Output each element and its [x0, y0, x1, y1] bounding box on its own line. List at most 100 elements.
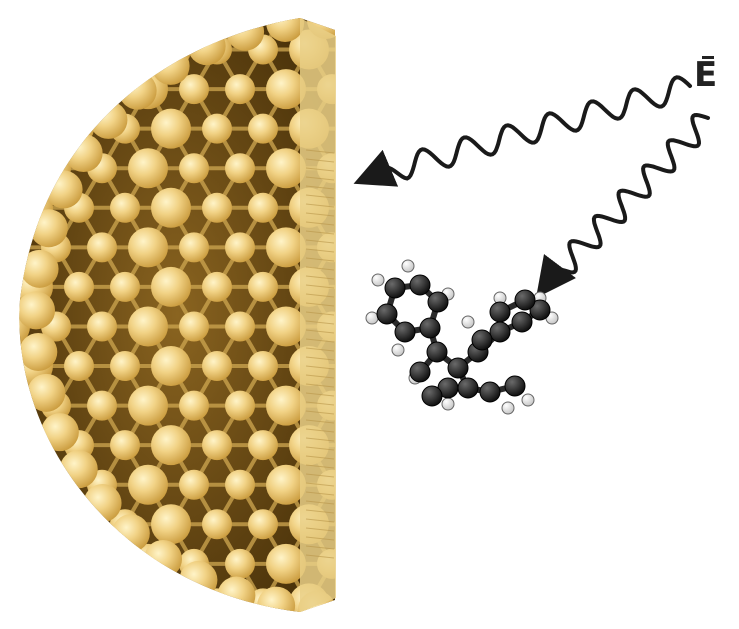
gold-atom [188, 27, 226, 65]
gold-atom [41, 413, 79, 451]
carbon-atom [377, 304, 397, 324]
gold-atom [110, 193, 140, 223]
gold-atom [0, 465, 30, 505]
carbon-atom [427, 342, 447, 362]
gold-atom [64, 35, 94, 65]
gold-atom [128, 227, 168, 267]
gold-atom [179, 561, 217, 599]
hydrogen-atom [402, 260, 414, 272]
gold-atom [363, 391, 393, 421]
gold-atom [87, 232, 117, 262]
gold-atom [60, 450, 98, 488]
gold-atom [202, 351, 232, 381]
gold-atom [363, 470, 393, 500]
gold-atom [110, 351, 140, 381]
gold-atom [363, 0, 393, 25]
gold-atom [179, 153, 209, 183]
gold-atom [87, 549, 117, 579]
gold-atom [27, 374, 65, 412]
gold-atom [386, 114, 416, 144]
hydrogen-atom [442, 398, 454, 410]
gold-atom [202, 509, 232, 539]
gold-atom [144, 540, 182, 578]
gold-atom [151, 583, 191, 623]
gold-atom [45, 170, 83, 208]
gold-atom [151, 109, 191, 149]
gold-atom [30, 209, 68, 247]
electric-field-label: E [694, 58, 717, 92]
molecule-icon [366, 260, 558, 414]
gold-atom [64, 351, 94, 381]
gold-atom [13, 109, 53, 149]
gold-atom [151, 267, 191, 307]
gold-atom [128, 306, 168, 346]
gold-atom [110, 272, 140, 302]
carbon-atom [448, 358, 468, 378]
carbon-atom [490, 322, 510, 342]
hydrogen-atom [366, 312, 378, 324]
gold-atom [152, 47, 190, 85]
gold-atom [128, 386, 168, 426]
gold-atom [248, 193, 278, 223]
gold-atom [257, 587, 295, 625]
gold-atom [226, 13, 264, 51]
gold-atom [87, 0, 117, 25]
gold-atom [64, 509, 94, 539]
gold-atom [202, 193, 232, 223]
gold-atom [340, 35, 370, 65]
gold-atom [151, 188, 191, 228]
gold-atom [128, 465, 168, 505]
gold-atom [41, 74, 71, 104]
carbon-atom [458, 378, 478, 398]
gold-atom [0, 148, 30, 188]
gold-atom [65, 134, 103, 172]
gold-atom [202, 430, 232, 460]
gold-atom [0, 227, 30, 267]
gold-atom [363, 232, 393, 262]
gold-atom [19, 333, 57, 371]
gold-atom [128, 148, 168, 188]
wave-to-molecule [548, 115, 708, 282]
carbon-atom [490, 302, 510, 322]
gold-atom [202, 114, 232, 144]
gold-atom [225, 74, 255, 104]
gold-atom [13, 30, 53, 70]
gold-atom [340, 351, 370, 381]
gold-atom [340, 114, 370, 144]
carbon-atom [428, 292, 448, 312]
gold-atom [386, 588, 416, 618]
gold-atom [21, 250, 59, 288]
gold-atom [386, 509, 416, 539]
gold-atom [151, 346, 191, 386]
gold-atom [248, 351, 278, 381]
gold-atom [87, 391, 117, 421]
gold-atom [386, 193, 416, 223]
gold-atom [340, 588, 370, 618]
gold-atom [89, 101, 127, 139]
gold-atom [41, 0, 71, 25]
gold-atom [17, 291, 55, 329]
carbon-atom [480, 382, 500, 402]
gold-atom [0, 386, 30, 426]
gold-atom [225, 391, 255, 421]
hydrogen-atom [502, 402, 514, 414]
gold-atom [13, 504, 53, 544]
wave-to-nanoparticle [372, 77, 690, 178]
gold-atom [179, 232, 209, 262]
gold-atom [128, 0, 168, 30]
gold-atom [340, 272, 370, 302]
gold-atom [317, 0, 347, 25]
gold-atom [225, 311, 255, 341]
carbon-atom [515, 290, 535, 310]
hydrogen-atom [392, 344, 404, 356]
gold-atom [217, 577, 255, 615]
gold-atom [340, 509, 370, 539]
gold-atom [340, 430, 370, 460]
gold-atom [41, 549, 71, 579]
carbon-atom [410, 275, 430, 295]
gold-atom [0, 0, 30, 30]
gold-atom [266, 4, 304, 42]
gold-atom [64, 588, 94, 618]
gold-atom [13, 583, 53, 623]
